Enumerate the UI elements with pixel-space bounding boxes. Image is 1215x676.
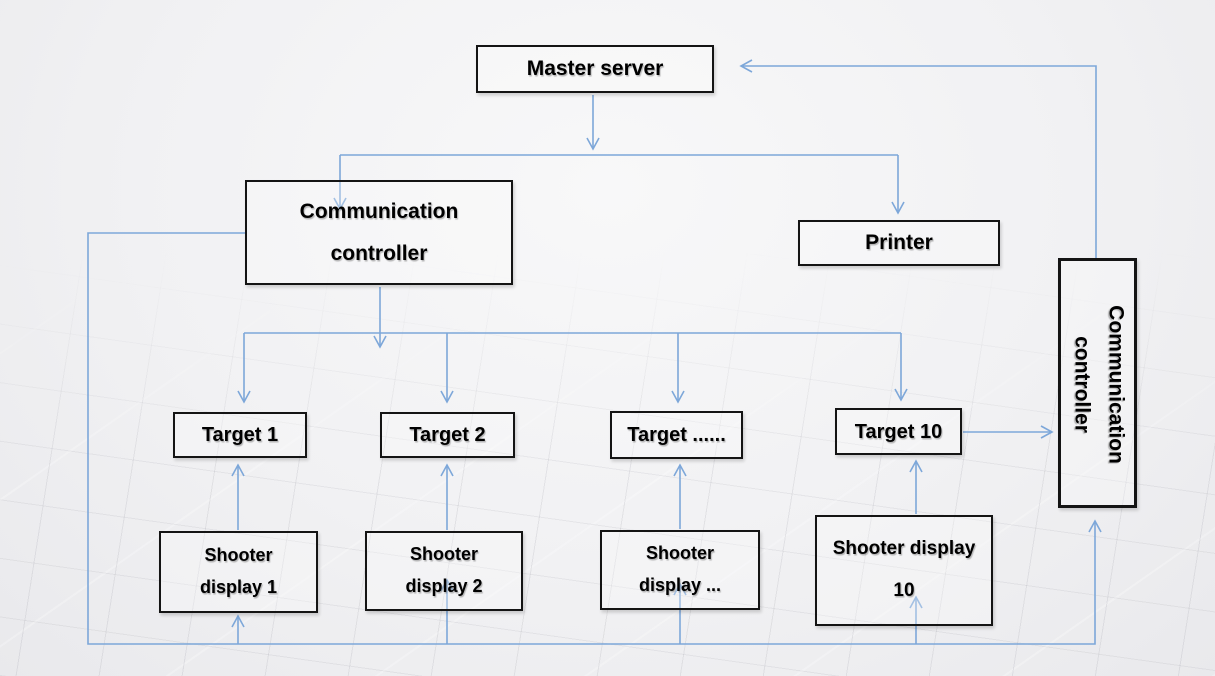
master-server-label: Master server	[526, 57, 664, 81]
left-bottom-loop-to-comm-right	[87, 232, 1102, 645]
shooter-display-2-box: Shooter display 2	[365, 531, 523, 611]
shooter-display-1-label-line2: display 1	[199, 577, 278, 598]
shooter-display-dots-label-line1: Shooter	[645, 543, 714, 564]
target-1-box: Target 1	[173, 412, 307, 458]
shooter-display-2-label-line1: Shooter	[409, 544, 478, 565]
target-10-box: Target 10	[835, 408, 962, 455]
shooter-display-1-box: Shooter display 1	[159, 531, 318, 613]
shooter-display-1-label-line1: Shooter	[204, 544, 273, 565]
target-dots-box: Target ......	[610, 411, 743, 459]
communication-controller-left-label-line1: Communication	[299, 200, 459, 224]
shooter-display-10-box: Shooter display 10	[815, 515, 993, 626]
printer-box: Printer	[798, 220, 1000, 266]
shooter-display-10-label-line1: Shooter display	[832, 537, 976, 559]
target-1-label: Target 1	[201, 424, 279, 446]
communication-controller-right-rotated-text: Communication controller	[1060, 260, 1139, 510]
communication-controller-left-box: Communication controller	[245, 180, 513, 285]
arrow-comm-right-to-master	[739, 59, 1097, 258]
target-10-label: Target 10	[854, 420, 943, 443]
target-dots-label: Target ......	[627, 424, 726, 446]
printer-label: Printer	[865, 231, 933, 255]
communication-controller-right-label-line1: Communication	[1104, 305, 1128, 464]
shooter-display-dots-label-line2: display ...	[638, 575, 722, 596]
shooter-display-dots-box: Shooter display ...	[600, 530, 760, 610]
target-2-box: Target 2	[380, 412, 515, 458]
background-perspective-grid	[0, 250, 1215, 676]
shooter-display-2-label-line2: display 2	[405, 576, 483, 597]
communication-controller-right-label-line2: controller	[1070, 336, 1094, 433]
shooter-display-10-label-line2: 10	[893, 580, 915, 602]
communication-controller-left-label-line2: controller	[330, 241, 428, 265]
target-2-label: Target 2	[409, 424, 486, 446]
communication-controller-right-box: Communication controller	[1058, 258, 1137, 508]
master-server-box: Master server	[476, 45, 714, 93]
